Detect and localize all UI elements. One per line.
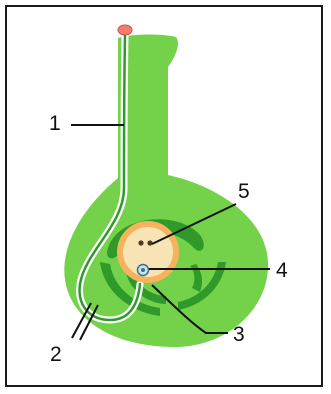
label-1: 1 xyxy=(49,113,61,134)
pollen-grain xyxy=(118,25,132,35)
egg-nucleus xyxy=(141,268,145,272)
label-3: 3 xyxy=(233,324,245,345)
label-4: 4 xyxy=(276,260,288,281)
polar-nucleus-1 xyxy=(138,240,143,245)
label-5: 5 xyxy=(238,181,250,202)
label-2: 2 xyxy=(50,344,62,365)
